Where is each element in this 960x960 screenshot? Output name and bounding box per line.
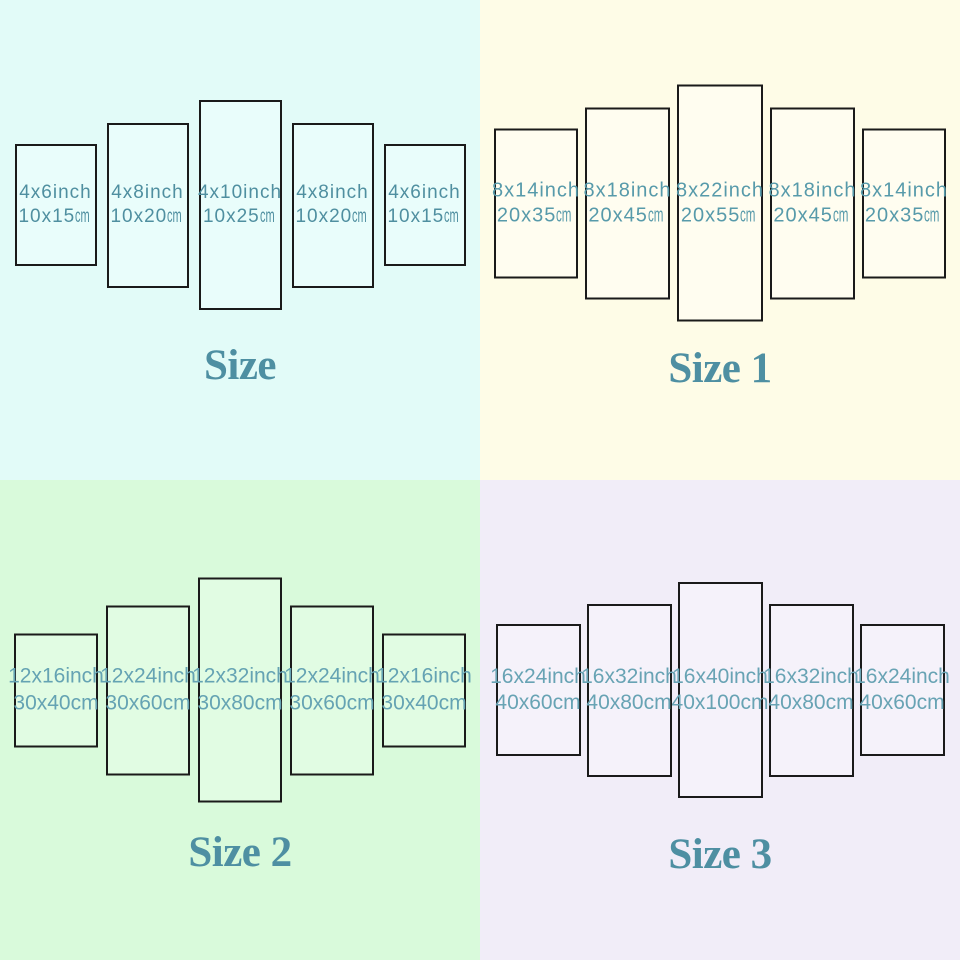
panel-size-label: 16x32inch 40x80cm	[581, 664, 677, 717]
panel-size-inch: 12x32inch	[192, 664, 288, 688]
panel-size-label: 8x14inch 20x35cm	[860, 178, 948, 228]
panel-size-label: 4x10inch 10x25cm	[198, 181, 282, 229]
panel: 12x32inch 30x80cm	[192, 577, 288, 803]
panel-size-inch: 8x18inch	[583, 179, 672, 201]
panel-size-label: 12x24inch 30x60cm	[284, 664, 380, 717]
panel: 4x10inch 10x25cm	[198, 100, 282, 310]
panel: 16x40inch 40x100cm	[672, 582, 768, 798]
size-chart-quadrant-size-2: 12x16inch 30x40cm 12x24inch 30x60cm 12x3…	[0, 480, 480, 960]
panel-size-cm: 10x15cm	[387, 206, 459, 227]
panel-size-label: 16x40inch 40x100cm	[672, 664, 769, 717]
panel-size-cm: 40x80cm	[586, 691, 672, 714]
panel-size-label: 4x8inch 10x20cm	[295, 181, 369, 229]
quadrant-title: Size 3	[668, 831, 772, 878]
panel-size-cm: 30x60cm	[289, 691, 375, 714]
panel-row: 12x16inch 30x40cm 12x24inch 30x60cm 12x3…	[0, 577, 480, 803]
panel: 12x16inch 30x40cm	[8, 633, 104, 747]
panel-size-label: 16x24inch 40x60cm	[854, 664, 950, 717]
panel-size-inch: 8x14inch	[491, 179, 581, 201]
panel-size-cm: 30x40cm	[13, 691, 99, 714]
panel-size-label: 8x18inch 20x45cm	[583, 178, 671, 228]
size-chart-quadrant-size-3: 16x24inch 40x60cm 16x32inch 40x80cm 16x4…	[480, 480, 960, 960]
panel: 8x18inch 20x45cm	[583, 107, 671, 299]
panel-size-cm: 20x45cm	[773, 204, 849, 226]
quadrant-title: Size	[203, 342, 277, 389]
panel: 8x14inch 20x35cm	[860, 128, 948, 278]
panel-size-label: 4x8inch 10x20cm	[110, 181, 184, 229]
panel-size-cm: 10x25cm	[202, 206, 275, 227]
panel: 4x8inch 10x20cm	[106, 122, 189, 288]
size-chart-quadrant-size: 4x6inch 10x15cm 4x8inch 10x20cm 4x10inch…	[0, 0, 480, 480]
panel-size-inch: 16x40inch	[672, 664, 768, 688]
panel-size-inch: 8x18inch	[768, 179, 857, 201]
panel-size-label: 16x24inch 40x60cm	[490, 664, 586, 717]
panel-size-cm: 20x45cm	[588, 204, 664, 226]
panel-size-cm: 40x80cm	[768, 691, 854, 714]
panel-size-inch: 12x16inch	[376, 664, 472, 688]
panel-size-inch: 16x32inch	[581, 664, 677, 688]
panel-size-cm: 20x35cm	[496, 204, 572, 226]
panel-size-cm: 20x35cm	[864, 204, 940, 226]
panel-size-inch: 16x32inch	[763, 664, 859, 688]
panel: 12x16inch 30x40cm	[376, 633, 472, 747]
panel-size-label: 12x32inch 30x80cm	[192, 664, 288, 717]
panel-size-inch: 8x22inch	[675, 179, 765, 201]
panel-size-inch: 16x24inch	[854, 664, 950, 688]
panel: 8x22inch 20x55cm	[676, 84, 764, 322]
panel-size-inch: 4x8inch	[296, 182, 369, 204]
panel-size-cm: 40x60cm	[495, 691, 581, 714]
panel-size-cm: 40x60cm	[859, 691, 945, 714]
panel-size-cm: 10x20cm	[295, 206, 367, 227]
panel: 16x24inch 40x60cm	[854, 624, 950, 756]
panel-size-inch: 8x14inch	[859, 179, 949, 201]
panel-size-cm: 40x100cm	[671, 691, 769, 714]
panel-size-cm: 30x60cm	[105, 691, 191, 714]
panel-size-label: 12x24inch 30x60cm	[100, 664, 196, 717]
quadrant-title: Size 2	[188, 829, 292, 876]
panel-row: 8x14inch 20x35cm 8x18inch 20x45cm 8x22in…	[480, 84, 960, 322]
panel-size-inch: 4x10inch	[197, 182, 283, 204]
panel-size-label: 16x32inch 40x80cm	[763, 664, 859, 717]
panel-size-cm: 30x40cm	[381, 691, 467, 714]
panel-size-inch: 12x16inch	[8, 664, 104, 688]
panel: 8x14inch 20x35cm	[492, 128, 580, 278]
panel-size-label: 12x16inch 30x40cm	[8, 664, 104, 717]
panel-size-label: 8x22inch 20x55cm	[676, 178, 764, 228]
panel-size-cm: 30x80cm	[197, 691, 283, 714]
panel-size-label: 8x14inch 20x35cm	[492, 178, 580, 228]
quadrant-title: Size 1	[668, 345, 772, 392]
panel-size-inch: 12x24inch	[100, 664, 196, 688]
panel: 4x6inch 10x15cm	[383, 144, 466, 266]
panel-size-inch: 12x24inch	[284, 664, 380, 688]
panel-size-inch: 16x24inch	[490, 664, 586, 688]
panel: 16x24inch 40x60cm	[490, 624, 586, 756]
panel: 4x6inch 10x15cm	[14, 144, 97, 266]
panel-row: 4x6inch 10x15cm 4x8inch 10x20cm 4x10inch…	[0, 100, 480, 310]
panel-size-inch: 4x8inch	[111, 182, 184, 204]
panel: 12x24inch 30x60cm	[100, 605, 196, 775]
panel-size-inch: 4x6inch	[388, 182, 461, 204]
panel-size-cm: 10x15cm	[18, 206, 90, 227]
panel: 12x24inch 30x60cm	[284, 605, 380, 775]
panel-size-inch: 4x6inch	[19, 182, 92, 204]
size-chart-quadrant-size-1: 8x14inch 20x35cm 8x18inch 20x45cm 8x22in…	[480, 0, 960, 480]
panel-size-label: 4x6inch 10x15cm	[18, 181, 92, 229]
panel: 16x32inch 40x80cm	[581, 603, 677, 777]
panel: 8x18inch 20x45cm	[768, 107, 856, 299]
panel: 4x8inch 10x20cm	[291, 122, 374, 288]
panel-size-label: 8x18inch 20x45cm	[768, 178, 856, 228]
panel-row: 16x24inch 40x60cm 16x32inch 40x80cm 16x4…	[480, 582, 960, 798]
panel-size-label: 4x6inch 10x15cm	[387, 181, 461, 229]
panel: 16x32inch 40x80cm	[763, 603, 859, 777]
panel-size-cm: 10x20cm	[110, 206, 182, 227]
panel-size-cm: 20x55cm	[680, 204, 756, 226]
panel-size-label: 12x16inch 30x40cm	[376, 664, 472, 717]
